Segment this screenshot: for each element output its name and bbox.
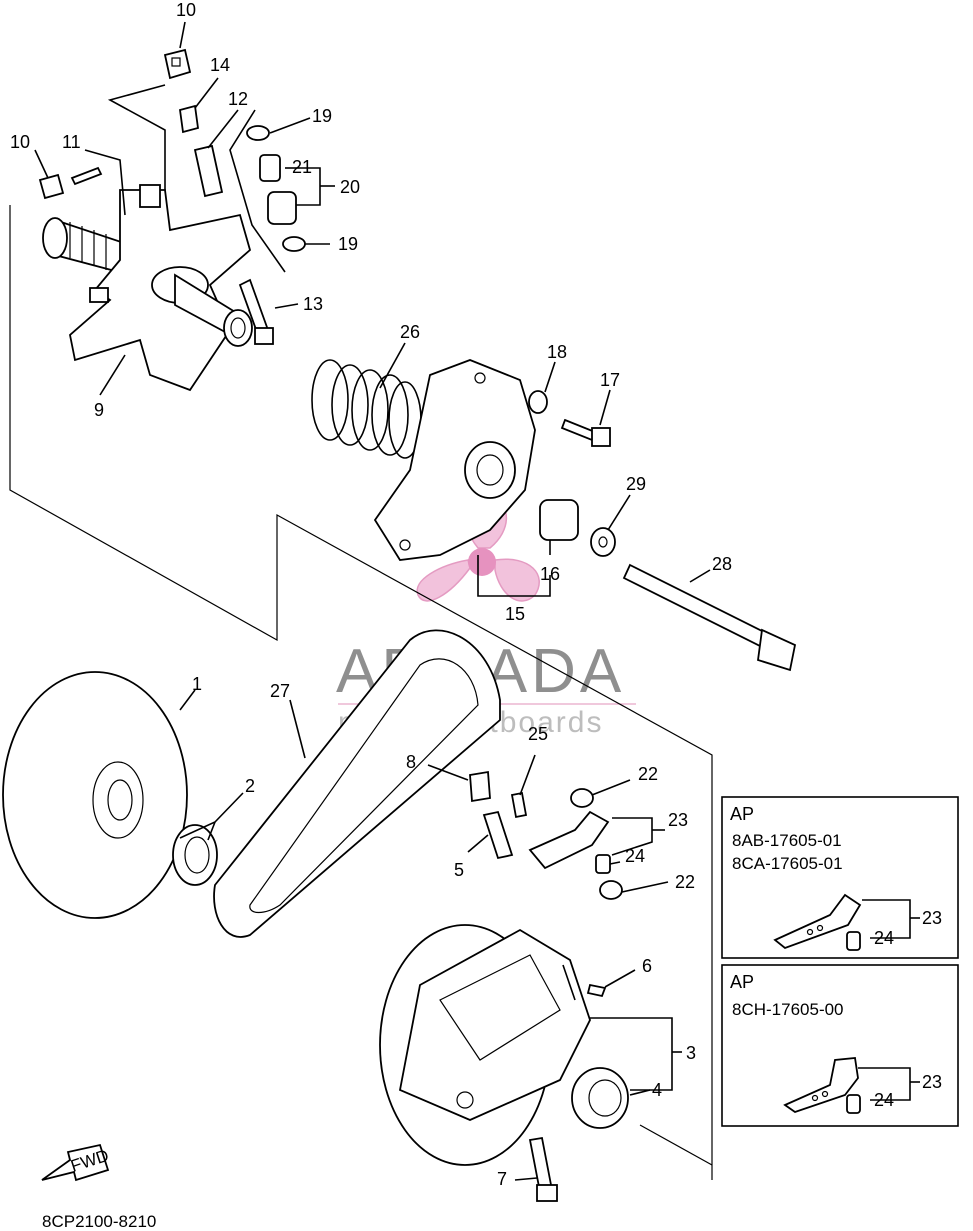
label-3: 3 <box>686 1043 696 1063</box>
cover-plate <box>373 359 536 561</box>
part-10-slider-left <box>38 173 65 200</box>
label-19-bottom: 19 <box>338 234 358 254</box>
label-29: 29 <box>626 474 646 494</box>
label-12: 12 <box>228 89 248 109</box>
label-17: 17 <box>600 370 620 390</box>
part-6-screw <box>586 983 607 998</box>
inset-2-label-23: 23 <box>922 1072 942 1092</box>
part-1-sheave <box>2 671 188 919</box>
label-10-top: 10 <box>176 0 196 20</box>
label-1: 1 <box>192 674 202 694</box>
part-17-bolt <box>560 418 611 447</box>
part-11-pin <box>70 166 103 186</box>
label-16: 16 <box>540 564 560 584</box>
label-26: 26 <box>400 322 420 342</box>
label-14: 14 <box>210 55 230 75</box>
inset-1-code-1: 8AB-17605-01 <box>732 831 842 850</box>
part-3-sheave-assembly <box>379 924 591 1166</box>
inset-2-title: AP <box>730 972 754 992</box>
part-4-oil-seal <box>571 1067 629 1129</box>
assembly-frame <box>9 205 713 1180</box>
part-16-bushing <box>539 499 579 541</box>
part-13-bolt <box>238 278 274 345</box>
part-19-washer-top <box>246 125 270 141</box>
part-7-bolt <box>528 1136 558 1202</box>
label-10-left: 10 <box>10 132 30 152</box>
part-labels: 10 14 12 19 10 11 21 20 19 13 26 18 17 9… <box>10 0 732 1189</box>
label-5: 5 <box>454 860 464 880</box>
label-18: 18 <box>547 342 567 362</box>
inset-box-2: AP 8CH-17605-00 23 24 <box>721 964 959 1127</box>
part-10-slider-top <box>163 48 192 80</box>
fwd-arrow-icon: FWD <box>41 1143 111 1182</box>
part-9-spider-hub <box>42 184 253 392</box>
part-23-weight-arm <box>528 810 610 870</box>
label-6: 6 <box>642 956 652 976</box>
diagram-code: 8CP2100-8210 <box>42 1212 156 1231</box>
inset-1-label-23: 23 <box>922 908 942 928</box>
part-24-roller <box>595 854 611 874</box>
part-29-washer <box>590 527 616 557</box>
part-21-bushing <box>259 154 281 182</box>
part-22-bushing-bottom <box>599 880 623 900</box>
leader-lines <box>34 21 711 1181</box>
inset-1-label-24: 24 <box>874 928 894 948</box>
label-23: 23 <box>668 810 688 830</box>
inset-1-code-2: 8CA-17605-01 <box>732 854 843 873</box>
part-27-belt <box>213 629 501 938</box>
part-19-washer-bottom <box>282 236 306 252</box>
part-5-pin <box>482 810 514 860</box>
label-13: 13 <box>303 294 323 314</box>
label-27: 27 <box>270 681 290 701</box>
label-25: 25 <box>528 724 548 744</box>
inset-2-label-24: 24 <box>874 1090 894 1110</box>
part-18-washer <box>528 390 548 414</box>
label-9: 9 <box>94 400 104 420</box>
label-19-top: 19 <box>312 106 332 126</box>
label-11: 11 <box>62 132 81 152</box>
part-20-roller <box>267 191 297 225</box>
part-12-pin <box>193 144 224 198</box>
label-2: 2 <box>245 776 255 796</box>
part-2-bushing <box>172 824 218 886</box>
label-28: 28 <box>712 554 732 574</box>
part-14-nut <box>179 104 199 134</box>
part-28-bolt <box>622 563 797 672</box>
label-15: 15 <box>505 604 525 624</box>
label-22-bottom: 22 <box>675 872 695 892</box>
label-4: 4 <box>652 1080 662 1100</box>
inset-box-1: AP 8AB-17605-01 8CA-17605-01 23 24 <box>721 796 959 959</box>
label-20: 20 <box>340 177 360 197</box>
label-7: 7 <box>497 1169 507 1189</box>
part-26-spring <box>311 359 422 459</box>
inset-1-title: AP <box>730 804 754 824</box>
part-22-bushing-top <box>570 788 594 808</box>
inset-2-code-1: 8CH-17605-00 <box>732 1000 844 1019</box>
part-8-nut <box>469 770 491 803</box>
label-22-top: 22 <box>638 764 658 784</box>
label-8: 8 <box>406 752 416 772</box>
part-25-pin <box>510 791 528 819</box>
label-24: 24 <box>625 846 645 866</box>
label-21: 21 <box>292 157 312 177</box>
